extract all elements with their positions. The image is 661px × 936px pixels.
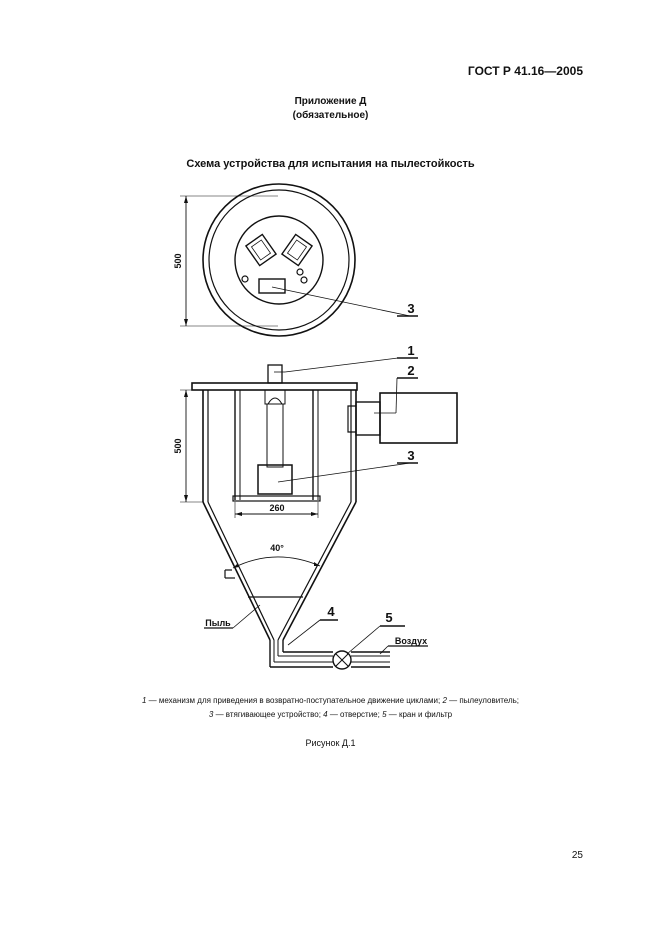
callout-3-side: 3 [407,448,414,463]
legend-num-4: 4 [323,710,328,719]
legend-num-5: 5 [382,710,387,719]
callout-1: 1 [407,343,414,358]
angle-label: 40° [270,543,284,553]
legend-text-4: — отверстие; [327,710,383,719]
diameter-label: 500 [173,253,183,268]
air-label: Воздух [395,636,427,646]
dust-label: Пыль [205,618,231,628]
width-label: 260 [269,503,284,513]
legend-num-2: 2 [442,696,447,705]
figure-caption: Рисунок Д.1 [305,738,356,748]
callout-2: 2 [407,363,414,378]
page-number: 25 [571,850,583,861]
standard-number: ГОСТ Р 41.16—2005 [467,64,583,78]
height-label: 500 [173,438,183,453]
appendix-title: Приложение Д [294,96,367,107]
figure-title: Схема устройства для испытания на пылест… [186,158,475,170]
legend-text-5: — кран и фильтр [386,710,453,719]
top-view [180,183,418,337]
legend-line-1: 1 — механизм для приведения в возвратно-… [0,696,661,705]
legend-text-1: — механизм для приведения в возвратно-по… [146,696,443,705]
callout-4: 4 [327,604,335,619]
legend-line-2: 3 — втягивающее устройство; 4 — отверсти… [0,710,661,719]
callout-3-top: 3 [407,301,414,316]
legend-num-3: 3 [208,710,214,719]
legend-text-2: — пылеуловитель; [446,696,520,705]
appendix-status: (обязательное) [292,110,369,121]
side-view [180,357,458,670]
callout-5: 5 [385,610,392,625]
legend-num-1: 1 [141,696,147,705]
legend-text-3: — втягивающее устройство; [213,710,324,719]
